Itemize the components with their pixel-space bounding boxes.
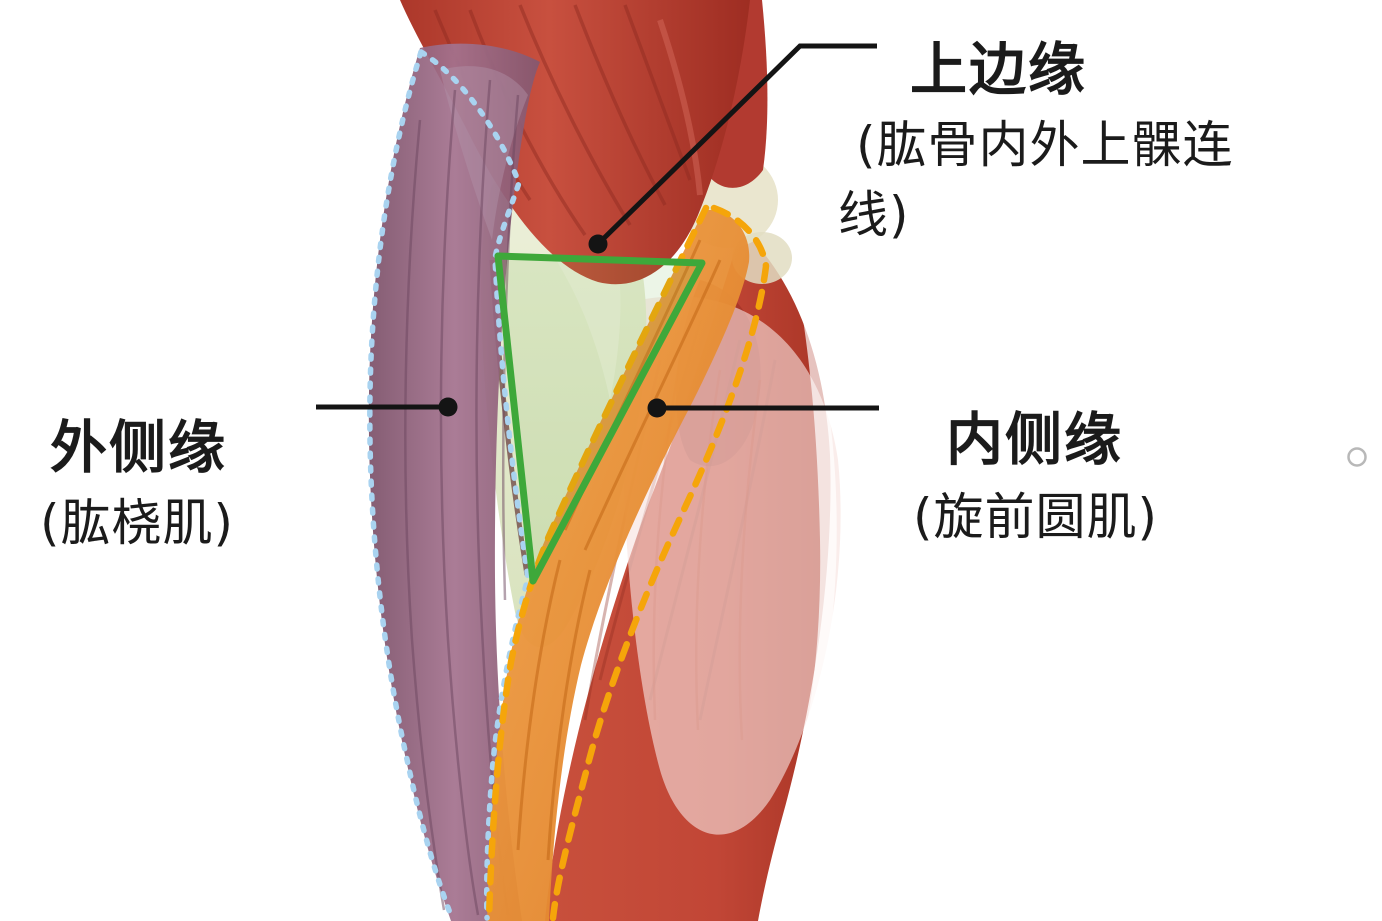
medial-border-label: 内侧缘 bbox=[946, 407, 1123, 473]
lateral-border-label: 外侧缘 bbox=[50, 415, 227, 481]
superior-border-detail-line2: 线) bbox=[838, 186, 910, 244]
edge-circle bbox=[1347, 447, 1367, 467]
superior-leader-line bbox=[596, 43, 877, 246]
superior-border-detail-line1: (肱骨内外上髁连 bbox=[856, 116, 1234, 174]
medial-border-detail: (旋前圆肌) bbox=[913, 488, 1159, 546]
pronator-teres-muscle bbox=[487, 209, 750, 921]
lateral-border-dashed-line bbox=[367, 49, 531, 921]
medial-marker-dot bbox=[647, 398, 667, 418]
lateral-border-detail: (肱桡肌) bbox=[40, 494, 235, 552]
superior-border-label: 上边缘 bbox=[910, 37, 1087, 103]
fascia-overlay bbox=[624, 296, 841, 835]
lateral-marker-dot bbox=[438, 397, 458, 417]
leader-lines bbox=[316, 43, 879, 411]
superior-marker-dot bbox=[588, 234, 608, 254]
cubital-fossa-triangle bbox=[494, 252, 706, 585]
marker-dots bbox=[438, 234, 667, 418]
